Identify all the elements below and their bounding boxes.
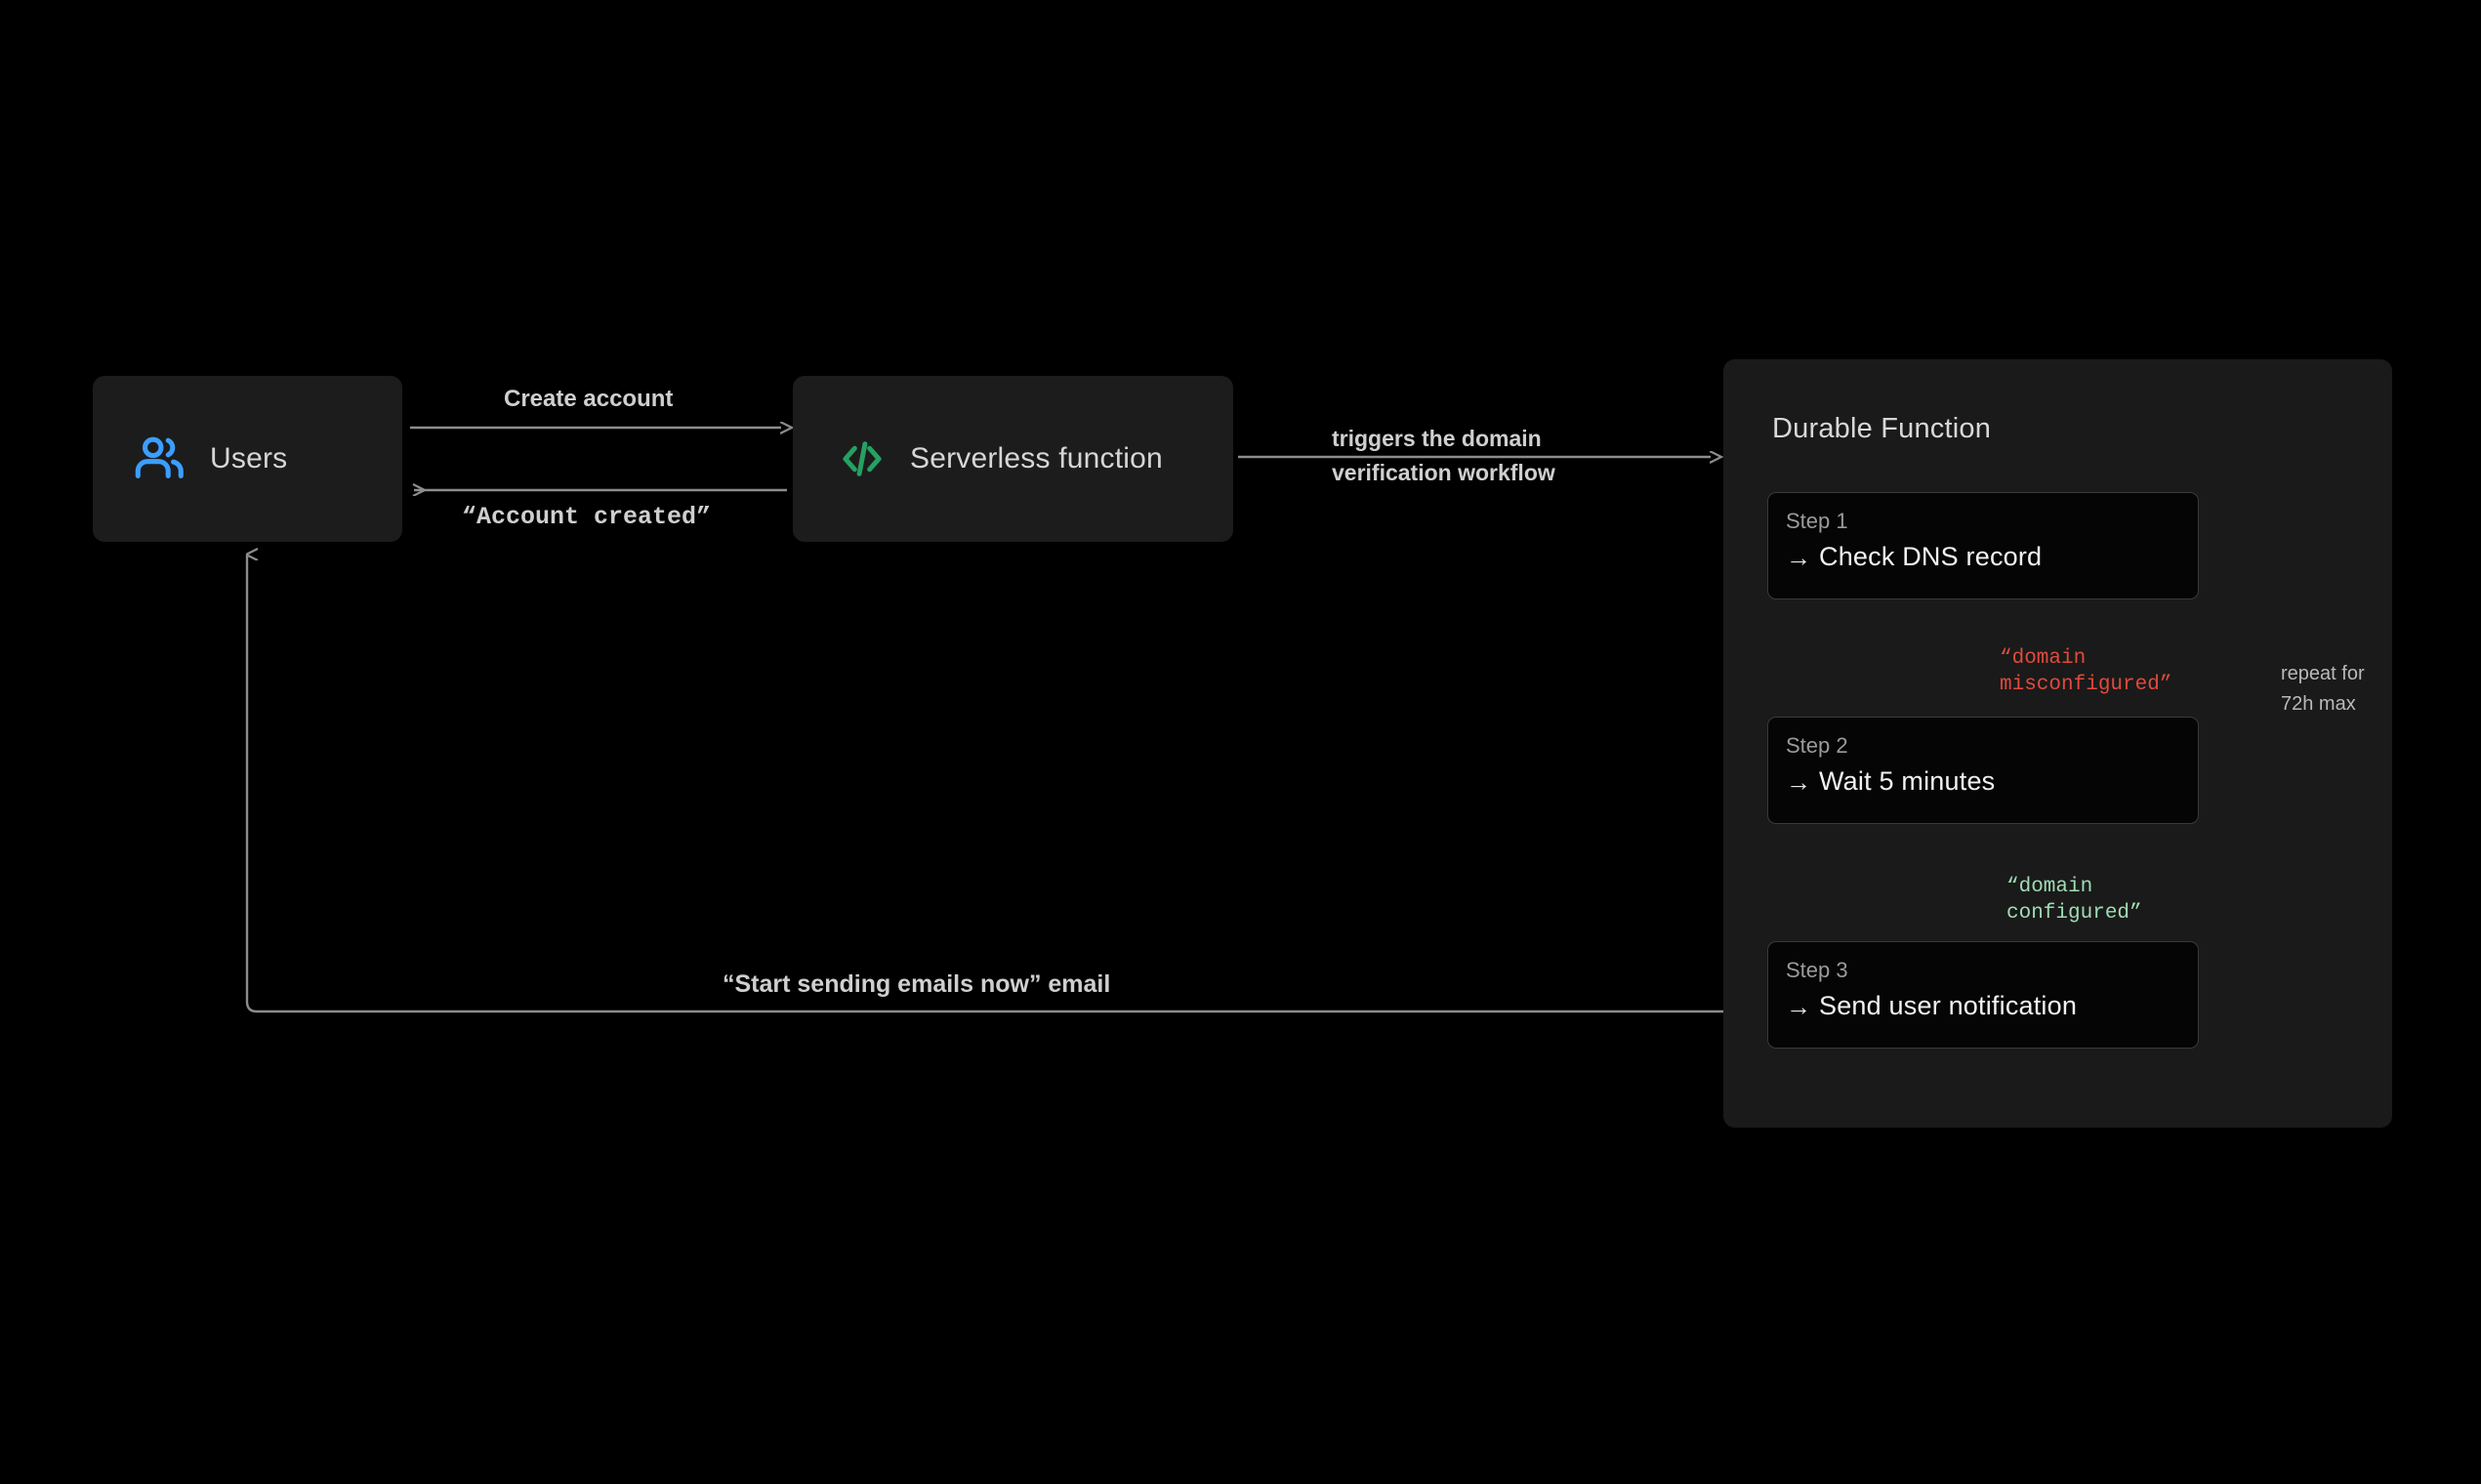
step-1-title: Check DNS record (1819, 542, 2043, 571)
step-box-1[interactable]: Step 1 → Check DNS record (1767, 492, 2199, 599)
edge-label-account-created: “Account created” (462, 503, 712, 531)
durable-function-title: Durable Function (1772, 413, 1992, 444)
edge-label-domain-configured: “domain configured” (2006, 876, 2142, 925)
durable-function-panel[interactable]: Durable Function Step 1 → Check DNS reco… (1723, 359, 2392, 1128)
edge-label-triggers-workflow: triggers the domain verification workflo… (1332, 426, 1555, 485)
edge-start-sending-email (245, 555, 1763, 1013)
step-3-row: → Send user notification (1786, 993, 2198, 1019)
step-3-kicker: Step 3 (1786, 958, 1848, 982)
step-2-title: Wait 5 minutes (1819, 766, 1996, 796)
step-2-row: → Wait 5 minutes (1786, 768, 2198, 795)
users-icon (135, 436, 184, 478)
step-2-kicker: Step 2 (1786, 733, 1848, 758)
step-box-2[interactable]: Step 2 → Wait 5 minutes (1767, 717, 2199, 824)
node-users[interactable]: Users (93, 376, 402, 542)
node-serverless-function[interactable]: Serverless function (793, 376, 1233, 542)
edge-label-create-account: Create account (504, 386, 674, 412)
step-1-kicker: Step 1 (1786, 509, 1848, 533)
arrow-right-icon: → (1786, 991, 1811, 1021)
step-3-title: Send user notification (1819, 991, 2078, 1020)
code-icon (843, 441, 882, 476)
edge-label-domain-misconfigured: “domain misconfigured” (2000, 647, 2172, 696)
step-box-3[interactable]: Step 3 → Send user notification (1767, 941, 2199, 1049)
node-serverless-label: Serverless function (910, 442, 1163, 474)
node-users-label: Users (210, 442, 288, 474)
arrow-right-icon: → (1786, 766, 1811, 797)
edge-label-start-sending-email: “Start sending emails now” email (723, 970, 1111, 998)
arrow-right-icon: → (1786, 542, 1811, 572)
step-1-row: → Check DNS record (1786, 544, 2198, 570)
edge-label-repeat-loop: repeat for 72h max (2281, 663, 2365, 715)
